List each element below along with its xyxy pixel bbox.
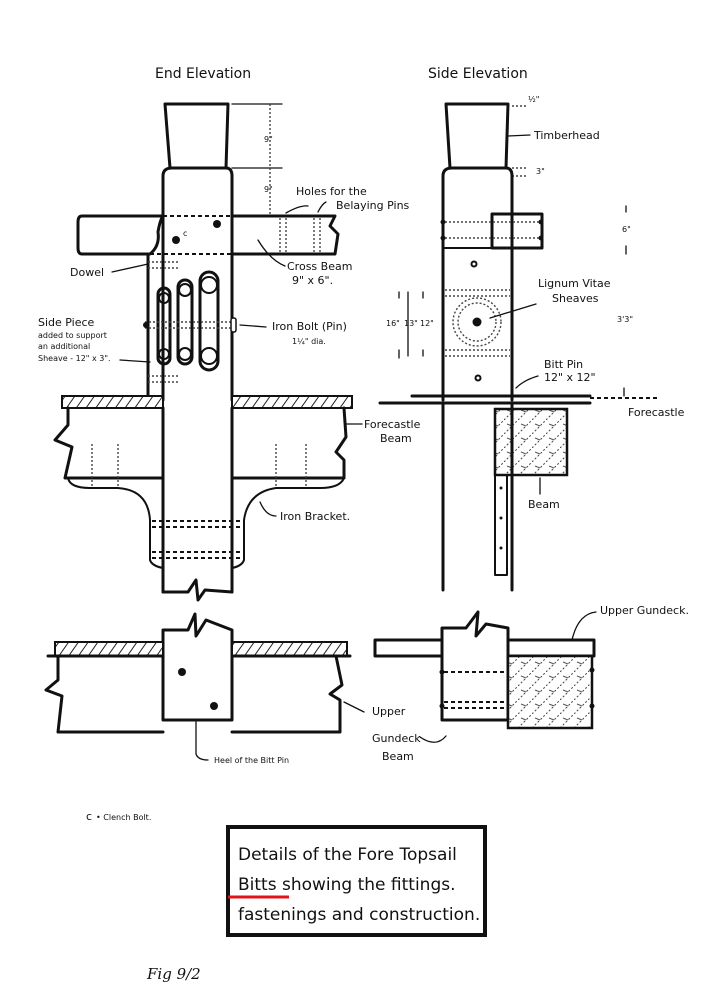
figure-number: Fig 9/2	[146, 965, 201, 983]
label-ug-beam-1: Upper	[372, 705, 406, 718]
forecastle-deck-left	[61, 395, 164, 409]
upper-gundeck-beam-left	[44, 654, 165, 734]
end-elevation-drawing: 9" 9" c	[44, 102, 353, 734]
cross-beam-left	[76, 214, 165, 256]
dim-below-head: 9"	[264, 185, 273, 194]
clench-bolt-legend: • Clench Bolt.	[96, 813, 151, 822]
label-side-piece-3: an additional	[38, 342, 90, 351]
label-beam: Beam	[528, 498, 560, 511]
clench-bolt-symbol: c	[86, 810, 92, 823]
caption-highlight-word: Bitts	[238, 875, 277, 895]
label-cross-beam-1: Cross Beam	[287, 260, 352, 273]
label-bitt-pin-2: 12" x 12"	[544, 371, 596, 384]
clench-bolt-2	[172, 236, 180, 244]
label-holes-1: Holes for the	[296, 185, 367, 198]
label-heel: Heel of the Bitt Pin	[214, 756, 289, 765]
neck-end	[161, 166, 234, 178]
iron-bracket-right	[231, 477, 345, 569]
dim-sheave-mid: 13"	[404, 319, 418, 328]
sheave-slot-1	[156, 286, 172, 366]
label-ug-beam-2: Gundeck	[372, 732, 421, 745]
forecastle-beam-left	[53, 406, 165, 480]
label-cross-beam-2: 9" x 6".	[292, 274, 333, 287]
label-iron-bolt-2: 1¼" dia.	[292, 337, 326, 346]
dim-timberhead: 9"	[264, 135, 273, 144]
caption-line-2-rest: showing the fittings.	[277, 875, 456, 895]
label-forecastle-beam-1: Forecastle	[364, 418, 421, 431]
label-timberhead: Timberhead	[533, 129, 600, 142]
cross-beam-right	[230, 214, 340, 256]
timberhead-end	[163, 102, 230, 170]
sheave-slot-3	[198, 270, 220, 372]
side-elevation-drawing: ½" 3" 6" 16" 13" 12" 3'3"	[373, 95, 660, 730]
label-iron-bolt-1: Iron Bolt (Pin)	[272, 320, 347, 333]
label-dowel: Dowel	[70, 266, 104, 279]
caption-line-3: fastenings and construction.	[238, 905, 480, 925]
lower-pin-side	[440, 610, 510, 722]
label-sheaves-1: Lignum Vitae	[538, 277, 611, 290]
clench-mark: c	[183, 229, 187, 238]
label-bitt-pin-1: Bitt Pin	[544, 358, 583, 371]
label-side-piece-2: added to support	[38, 331, 107, 340]
forecastle-deck-right	[231, 395, 353, 409]
dim-neck-side: 3"	[536, 167, 545, 176]
upper-gundeck-beam-section	[506, 654, 594, 730]
forecastle-beam-section	[493, 407, 569, 477]
end-elevation-title: End Elevation	[155, 66, 251, 82]
label-iron-bracket: Iron Bracket.	[280, 510, 350, 523]
dim-sheave-inner: 12"	[420, 319, 434, 328]
timberhead-side	[444, 102, 510, 170]
dim-right: 3'3"	[617, 315, 633, 324]
iron-bracket-left	[67, 477, 164, 569]
break-end-top	[161, 578, 234, 602]
dim-sheave-outer: 16"	[386, 319, 400, 328]
label-forecastle: Forecastle	[628, 406, 685, 419]
caption-line-1: Details of the Fore Topsail	[238, 845, 457, 865]
dim-top-side: ½"	[528, 95, 539, 104]
cross-beam-end-section	[490, 212, 544, 250]
caption-box	[226, 825, 487, 937]
label-side-piece-4: Sheave - 12" x 3".	[38, 354, 111, 363]
side-elevation-title: Side Elevation	[428, 66, 528, 82]
label-upper-gundeck: Upper Gundeck.	[600, 604, 689, 617]
label-forecastle-beam-2: Beam	[380, 432, 412, 445]
label-side-piece-1: Side Piece	[38, 316, 95, 329]
clench-bolt-1	[213, 220, 221, 228]
label-ug-beam-3: Beam	[382, 750, 414, 763]
label-sheaves-2: Sheaves	[552, 292, 599, 305]
caption-line-2: Bitts showing the fittings.	[238, 875, 456, 895]
lignum-vitae-sheave	[452, 297, 502, 347]
heel-section	[161, 612, 234, 722]
dim-cross-beam-side: 6"	[622, 225, 631, 234]
label-holes-2: Belaying Pins	[336, 199, 410, 212]
